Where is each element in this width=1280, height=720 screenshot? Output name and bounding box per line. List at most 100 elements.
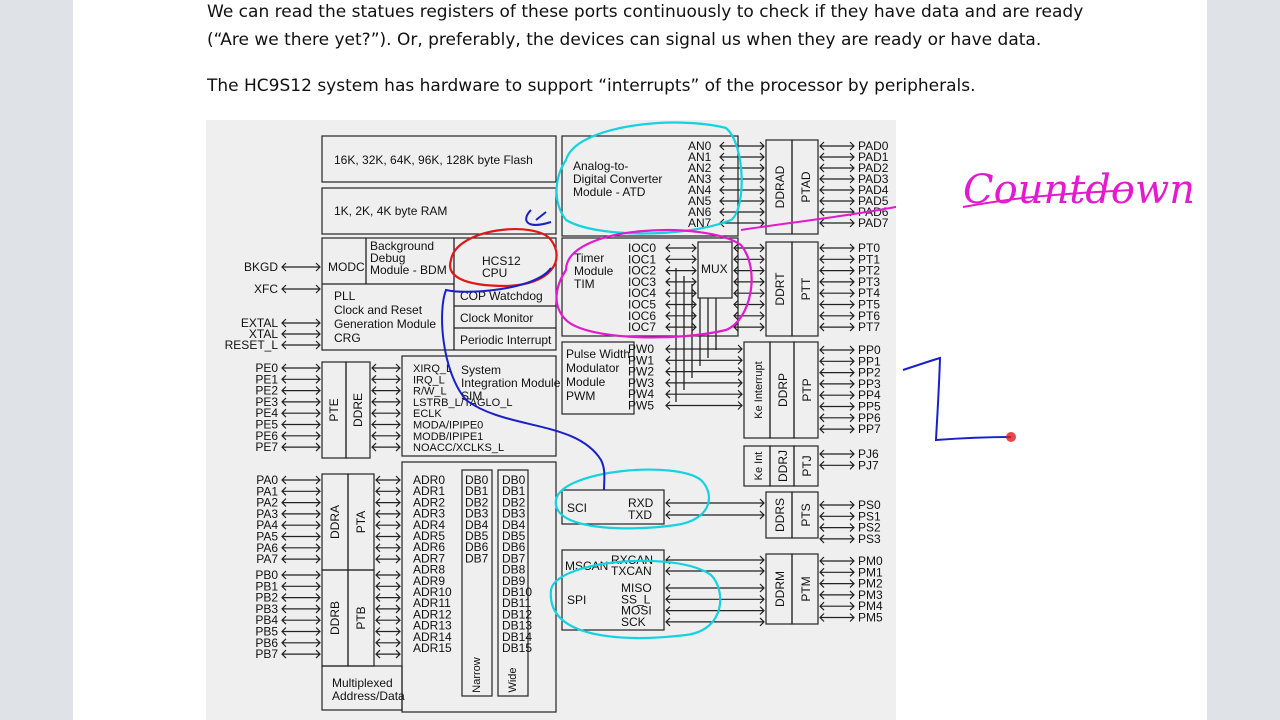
spi-label: SPI (567, 593, 586, 607)
narrow-data-line: DB6 (465, 540, 489, 554)
ptad-pin: PAD4 (858, 183, 889, 197)
ptad-pin: PAD6 (858, 205, 889, 219)
wide-data-line: DB2 (502, 495, 526, 509)
pwm-channel: PW5 (628, 399, 654, 413)
ddrm-label: DDRM (773, 571, 787, 607)
wide-data-line: DB8 (502, 563, 526, 577)
pin-arrow (375, 498, 401, 508)
pwm-channel: PW2 (628, 365, 654, 379)
bus-box (401, 461, 557, 713)
pin-arrow (819, 523, 855, 533)
pwm-label: Module (566, 375, 606, 389)
pin-arrow (371, 397, 401, 407)
pin-arrow (733, 311, 765, 321)
ke-int-label: Ke Int (753, 452, 765, 481)
sci-signal: TXD (628, 508, 652, 522)
sim-box (401, 355, 557, 457)
pin-arrow (819, 579, 855, 589)
ptp-pin: PP4 (858, 388, 881, 402)
narrow-data-line: DB0 (465, 473, 489, 487)
mux-label: MUX (701, 262, 728, 276)
ram-label: 1K, 2K, 4K byte RAM (334, 204, 447, 218)
ptm-box (791, 553, 819, 625)
pin-arrow (819, 254, 855, 264)
address-line: ADR8 (413, 563, 445, 577)
address-line: ADR6 (413, 540, 445, 554)
ddrad-label: DDRAD (773, 165, 787, 208)
bdm-label: Background (370, 239, 434, 253)
narrow-data-line: DB1 (465, 484, 489, 498)
ptp-label: PTP (800, 378, 814, 401)
sim-signal: MODA/IPIPE0 (413, 420, 483, 432)
pin-arrow (719, 207, 765, 217)
atd-channel: AN5 (688, 194, 712, 208)
mscan-signal: TXCAN (611, 564, 652, 578)
address-line: ADR4 (413, 518, 445, 532)
pwm-channel: PW1 (628, 353, 654, 367)
pin-arrow (281, 284, 321, 294)
pin-arrow (665, 266, 697, 276)
sim-label: System (461, 363, 501, 377)
ptt-pin: PT6 (858, 309, 880, 323)
pta-pin: PA4 (256, 518, 278, 532)
pin-arrow (819, 311, 855, 321)
pin-arrow (375, 649, 401, 659)
atd-channel: AN4 (688, 183, 712, 197)
pin-arrow (819, 345, 855, 355)
pin-arrow (281, 604, 321, 614)
pin-arrow (733, 288, 765, 298)
pts-pin: PS3 (858, 532, 881, 546)
multiplexed-label: Multiplexed (332, 676, 393, 690)
ptj-box (793, 445, 819, 487)
countdown-arrow-line (740, 205, 896, 231)
pin-arrow (281, 498, 321, 508)
timer-label: Module (574, 264, 614, 278)
wide-data-line: DB9 (502, 574, 526, 588)
ptad-label: PTAD (799, 171, 813, 202)
pwm-box (561, 341, 635, 415)
cpu-pin: EXTAL (241, 316, 278, 330)
pin-arrows (281, 141, 855, 659)
pwm-label: Pulse Width (566, 347, 630, 361)
ptp-pin: PP6 (858, 411, 881, 425)
pin-arrow (375, 486, 401, 496)
pin-arrow (281, 554, 321, 564)
bdm-label: Module - BDM (370, 263, 447, 277)
pin-arrow (819, 266, 855, 276)
narrow-data-line: DB5 (465, 529, 489, 543)
pts-pin: PS1 (858, 509, 881, 523)
pin-arrow (819, 277, 855, 287)
pin-arrow (819, 511, 855, 521)
pin-arrow (819, 390, 855, 400)
modc-label: MODC (328, 260, 365, 274)
ptad-pin: PAD1 (858, 150, 889, 164)
wide-data-line: DB13 (502, 619, 532, 633)
ptp-pin: PP7 (858, 422, 881, 436)
wide-data-line: DB10 (502, 585, 532, 599)
pin-arrow (719, 152, 765, 162)
pin-arrow (819, 196, 855, 206)
paragraph-status-registers: We can read the statues registers of the… (207, 0, 1083, 54)
timer-label: TIM (574, 277, 595, 291)
pin-arrow (819, 243, 855, 253)
pin-arrow (281, 581, 321, 591)
pin-arrow (819, 174, 855, 184)
periodic-interrupt-label: Periodic Interrupt (460, 333, 552, 347)
blue-l-stroke (902, 356, 1012, 442)
ddrt-label: DDRT (773, 272, 787, 306)
pta-pin: PA5 (256, 530, 278, 544)
pin-arrow (665, 378, 743, 388)
sim-signal: R/W_L (413, 386, 447, 398)
pte-pin: PE4 (255, 406, 278, 420)
atd-channel: AN1 (688, 150, 712, 164)
address-line: ADR13 (413, 619, 452, 633)
pin-arrow (819, 356, 855, 366)
sim-signal: NOACC/XCLKS_L (413, 442, 504, 454)
address-line: ADR9 (413, 574, 445, 588)
address-line: ADR1 (413, 484, 445, 498)
cpu-label: CPU (482, 266, 507, 280)
pin-arrow (819, 141, 855, 151)
margin-annotations: Countdown (902, 167, 1195, 442)
ptb-pin: PB1 (255, 579, 278, 593)
